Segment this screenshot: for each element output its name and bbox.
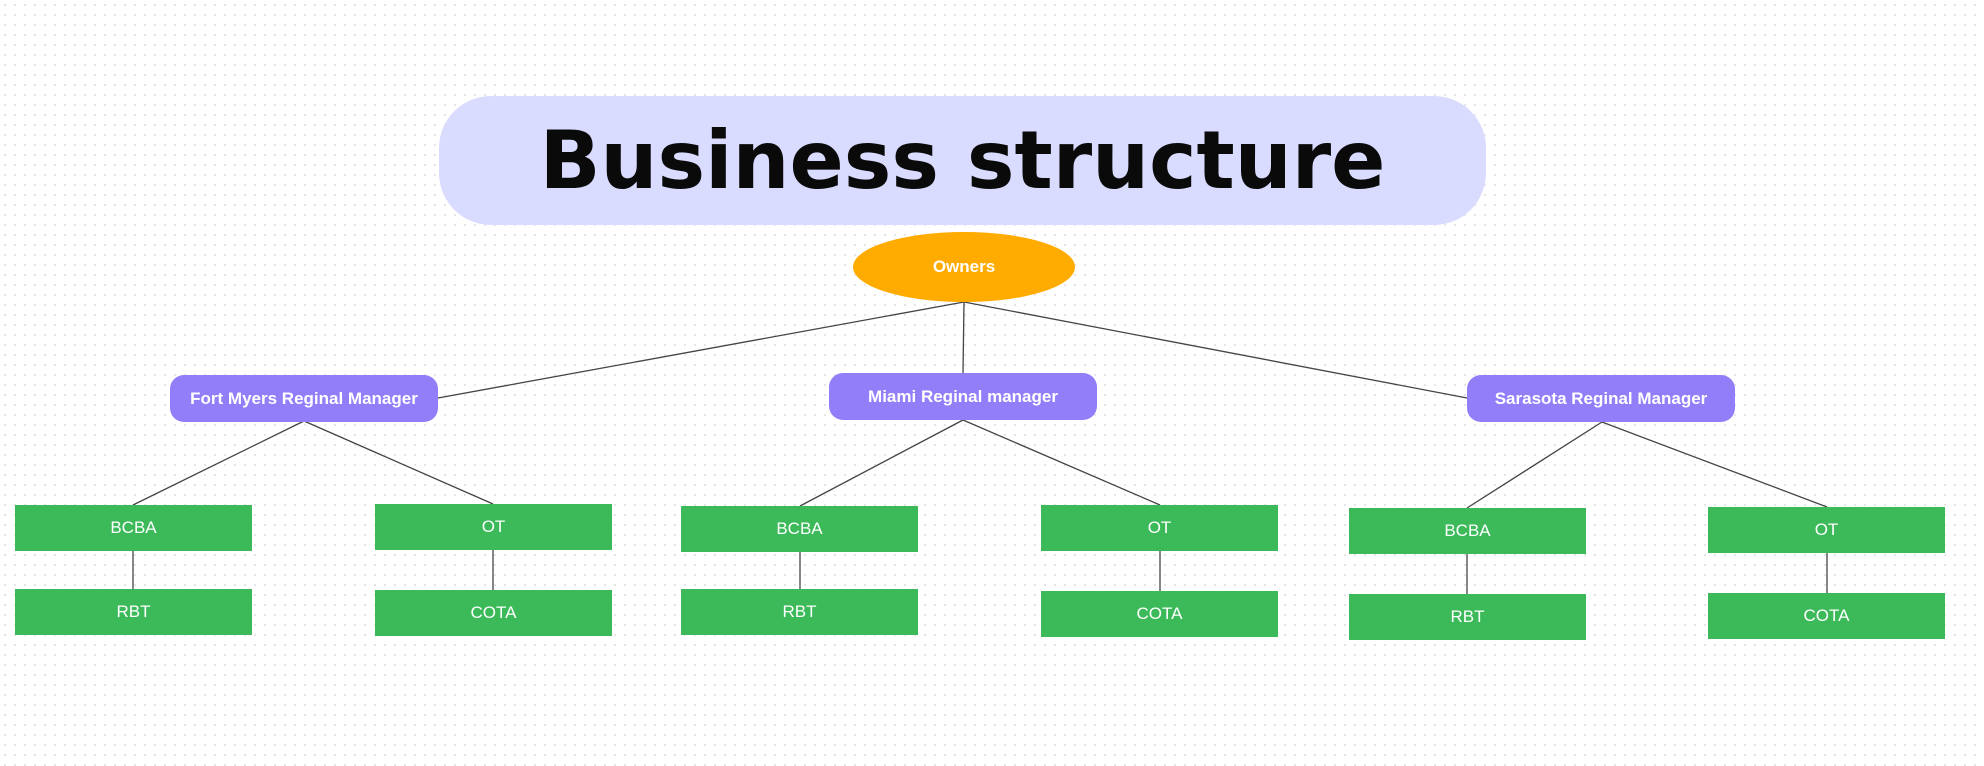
- node-fort-myers-ot[interactable]: OT: [375, 504, 612, 550]
- connector-owners-sarasota: [963, 301, 1468, 399]
- node-sarasota-bcba[interactable]: BCBA: [1349, 508, 1586, 554]
- page-title: Business structure: [439, 96, 1486, 225]
- node-miami-rbt[interactable]: RBT: [681, 589, 918, 635]
- connector-fortmyers-ot: [303, 420, 494, 505]
- connector-sarasota-ot: [1601, 421, 1828, 508]
- node-fort-myers-rbt[interactable]: RBT: [15, 589, 252, 635]
- node-sarasota-rbt[interactable]: RBT: [1349, 594, 1586, 640]
- connector-miami-ot: [962, 419, 1161, 506]
- node-sarasota-ot[interactable]: OT: [1708, 507, 1945, 553]
- connector-owners-miami: [962, 301, 965, 374]
- node-fort-myers-cota[interactable]: COTA: [375, 590, 612, 636]
- connector-miami-bcba: [799, 419, 964, 507]
- node-sarasota-manager[interactable]: Sarasota Reginal Manager: [1467, 375, 1735, 422]
- node-miami-ot[interactable]: OT: [1041, 505, 1278, 551]
- node-fort-myers-bcba[interactable]: BCBA: [15, 505, 252, 551]
- node-miami-bcba[interactable]: BCBA: [681, 506, 918, 552]
- connector-owners-fortmyers: [437, 301, 965, 399]
- node-fort-myers-manager[interactable]: Fort Myers Reginal Manager: [170, 375, 438, 422]
- node-sarasota-cota[interactable]: COTA: [1708, 593, 1945, 639]
- connector-sarasota-bcba: [1466, 421, 1603, 509]
- node-owners[interactable]: Owners: [853, 232, 1075, 302]
- node-miami-cota[interactable]: COTA: [1041, 591, 1278, 637]
- node-miami-manager[interactable]: Miami Reginal manager: [829, 373, 1097, 420]
- connector-fortmyers-bcba: [132, 420, 305, 506]
